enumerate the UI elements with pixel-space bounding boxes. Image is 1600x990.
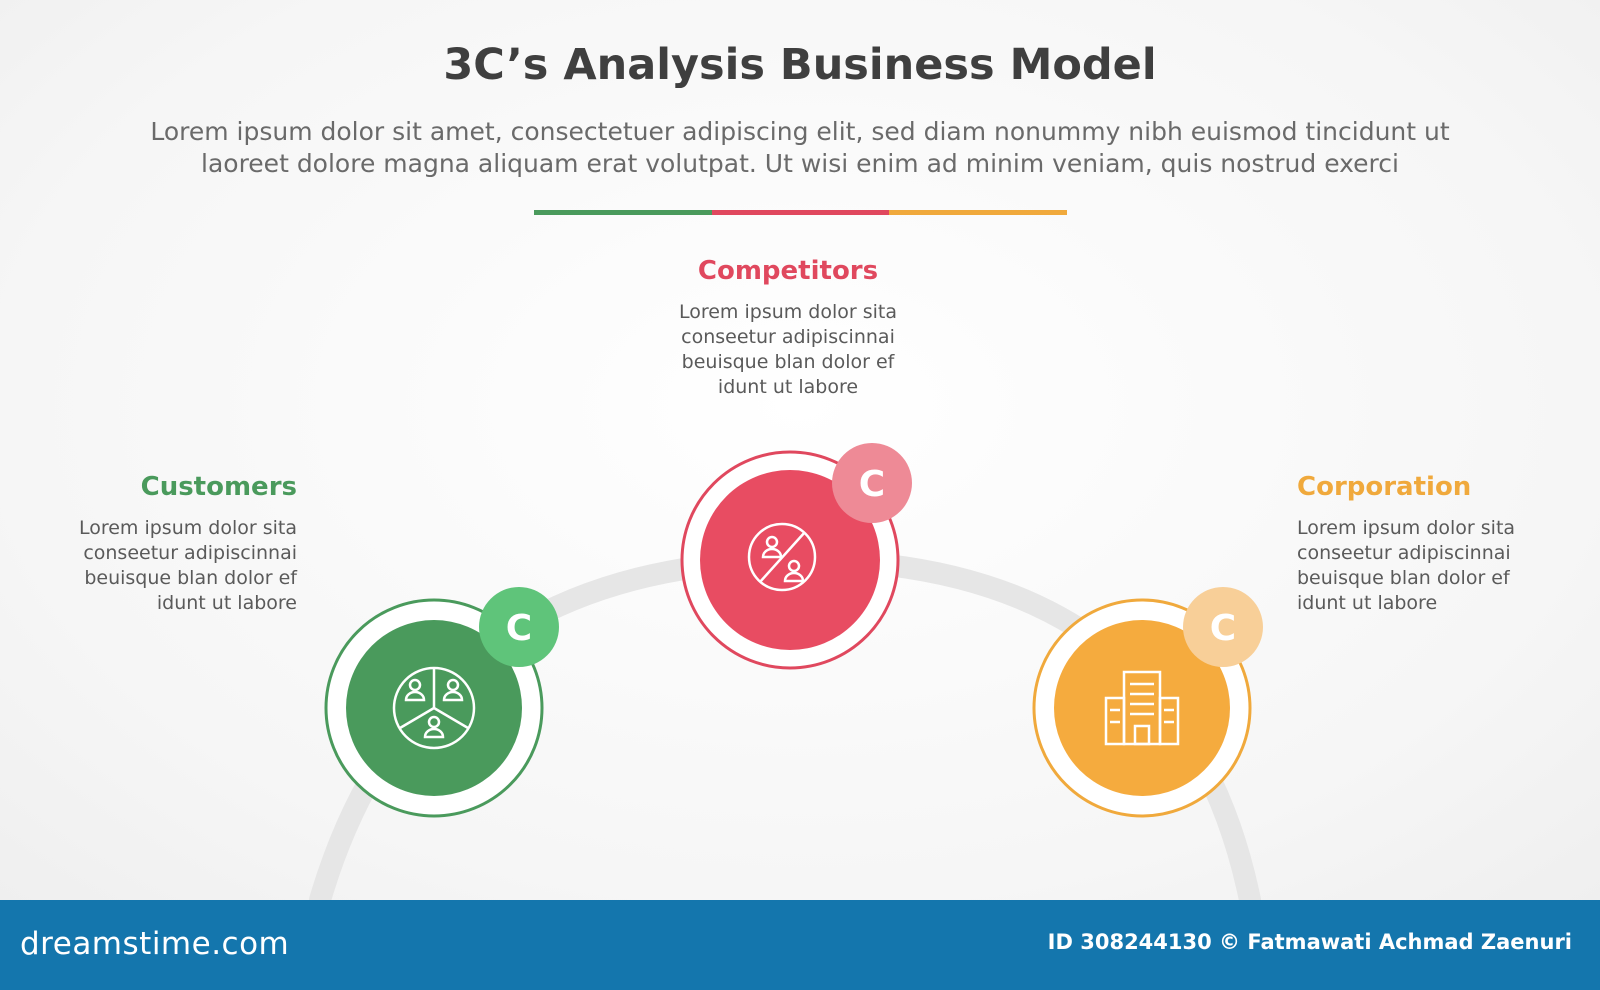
footer-brand: dreamstime.com xyxy=(20,926,290,962)
corporation-node: C xyxy=(1032,587,1263,818)
diagram-graphic: C C xyxy=(309,443,1263,900)
customers-line-2: conseetur adipiscinnai xyxy=(83,542,297,564)
competitors-line-4: idunt ut labore xyxy=(717,376,859,398)
customers-line-3: beuisque blan dolor ef xyxy=(84,567,297,589)
no-competition-icon xyxy=(747,522,817,592)
divider-orange xyxy=(889,210,1067,215)
corporation-title: Corporation xyxy=(1297,472,1472,502)
subtitle-line-1: Lorem ipsum dolor sit amet, consectetuer… xyxy=(150,117,1450,146)
subtitle-line-2: laoreet dolore magna aliquam erat volutp… xyxy=(201,149,1399,178)
competitors-node: C xyxy=(680,443,912,670)
divider-green xyxy=(534,210,712,215)
competitors-description: Lorem ipsum dolor sita conseetur adipisc… xyxy=(600,300,976,400)
competitors-line-1: Lorem ipsum dolor sita xyxy=(678,301,898,323)
page-subtitle: Lorem ipsum dolor sit amet, consectetuer… xyxy=(110,116,1490,180)
competitors-line-2: conseetur adipiscinnai xyxy=(681,326,895,348)
customers-badge: C xyxy=(506,608,532,649)
competitors-badge: C xyxy=(859,464,885,505)
page-title: 3C’s Analysis Business Model xyxy=(443,40,1157,90)
corporation-description: Lorem ipsum dolor sita conseetur adipisc… xyxy=(1297,516,1577,616)
competitors-line-3: beuisque blan dolor ef xyxy=(681,351,895,373)
customers-node: C xyxy=(324,587,559,818)
customers-line-4: idunt ut labore xyxy=(156,592,297,614)
corporation-line-4: idunt ut labore xyxy=(1297,592,1438,614)
customers-line-1: Lorem ipsum dolor sita xyxy=(78,517,297,539)
divider-red xyxy=(712,210,889,215)
customers-description: Lorem ipsum dolor sita conseetur adipisc… xyxy=(40,516,297,616)
watermark-footer: dreamstime.com ID 308244130 © Fatmawati … xyxy=(0,900,1600,990)
customers-title: Customers xyxy=(140,472,297,502)
footer-credit: ID 308244130 © Fatmawati Achmad Zaenuri xyxy=(1047,930,1572,954)
corporation-line-1: Lorem ipsum dolor sita xyxy=(1297,517,1516,539)
infographic-canvas: 3C’s Analysis Business Model Lorem ipsum… xyxy=(0,0,1600,900)
competitors-title: Competitors xyxy=(697,256,879,286)
office-building-icon xyxy=(1104,670,1180,746)
corporation-line-2: conseetur adipiscinnai xyxy=(1297,542,1511,564)
corporation-line-3: beuisque blan dolor ef xyxy=(1297,567,1510,589)
customer-segments-icon xyxy=(392,666,476,750)
corporation-badge: C xyxy=(1210,608,1236,649)
